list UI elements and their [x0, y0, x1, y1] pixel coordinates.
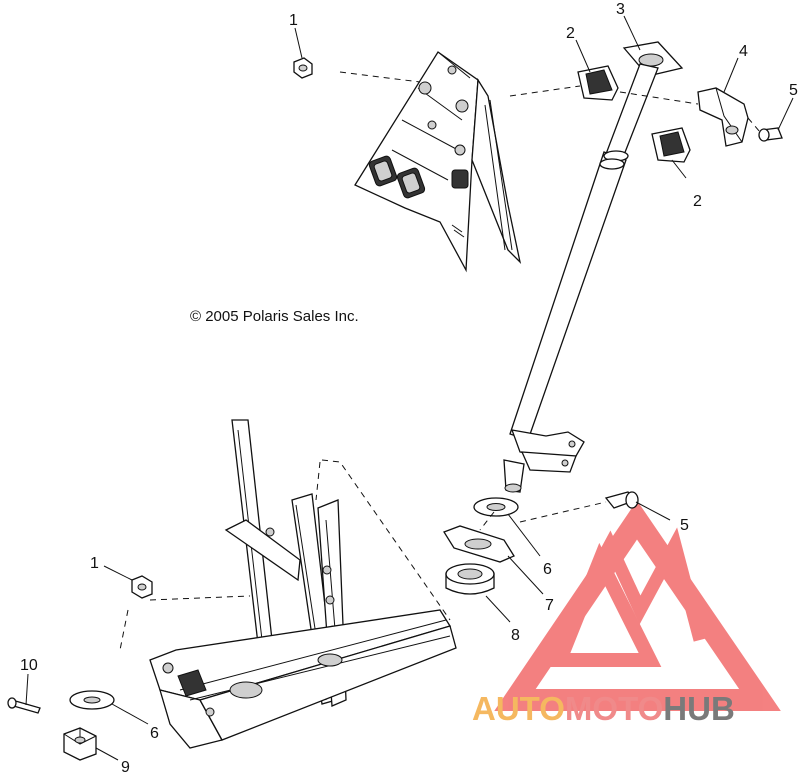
bushing-upper: [577, 65, 619, 101]
castle-nut: [63, 727, 97, 761]
washer-upper: [473, 497, 519, 517]
callout-4: 4: [739, 43, 748, 60]
cotter-pin: [7, 697, 41, 714]
flange-plate: [443, 525, 515, 563]
bolt-lower: [604, 491, 639, 509]
callout-6-upper: 6: [543, 561, 552, 578]
callout-8: 8: [511, 627, 520, 644]
bracket-clamp: [697, 87, 749, 147]
callout-labels: 1 2 3 2 4 5 5 6 7 8 1 10 6 9: [20, 1, 798, 772]
steering-post: [503, 41, 684, 493]
callout-7: 7: [545, 597, 554, 614]
washer-lower: [69, 690, 115, 710]
nut-lower: [131, 575, 153, 599]
bushing-sleeve: [445, 563, 495, 595]
watermark-text-auto: AUTO: [472, 690, 565, 727]
callout-5-upper: 5: [789, 82, 798, 99]
callout-1-lower: 1: [90, 555, 99, 572]
alignment-lines: [119, 71, 761, 651]
callout-5-lower: 5: [680, 517, 689, 534]
callout-1-upper: 1: [289, 12, 298, 29]
watermark-text-moto: MOTO: [565, 690, 663, 727]
callout-2-upper: 2: [566, 25, 575, 42]
watermark-m-stroke: [569, 527, 707, 642]
copyright-notice: © 2005 Polaris Sales Inc.: [190, 308, 359, 325]
nut-upper: [293, 57, 313, 79]
callout-9: 9: [121, 759, 130, 772]
watermark-text-hub: HUB: [663, 690, 735, 727]
callout-2-lower: 2: [693, 193, 702, 210]
watermark-text: AUTOMOTOHUB: [472, 690, 735, 727]
bushing-lower: [651, 127, 691, 163]
bolt-upper: [758, 127, 783, 142]
upper-frame-section: [354, 51, 522, 273]
callout-6-lower: 6: [150, 725, 159, 742]
callout-3: 3: [616, 1, 625, 18]
lower-frame-section: [149, 419, 457, 749]
callout-10: 10: [20, 657, 38, 674]
leader-lines: [25, 15, 794, 761]
watermark-logo: [494, 500, 781, 711]
